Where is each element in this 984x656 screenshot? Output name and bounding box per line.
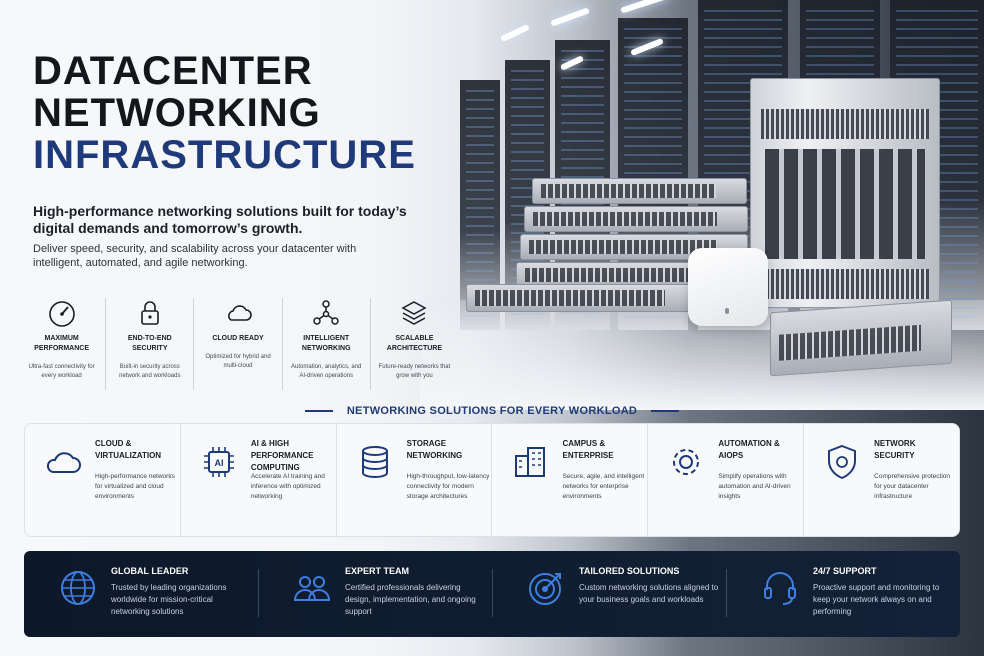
solution-desc: Secure, agile, and intelligent networks … — [562, 473, 645, 500]
feature-item: MAXIMUM PERFORMANCE Ultra-fast connectiv… — [18, 298, 107, 390]
page-title: DATACENTER NETWORKING INFRASTRUCTURE — [33, 50, 416, 176]
globe-icon — [61, 571, 95, 605]
solution-title: CLOUD & VIRTUALIZATION — [95, 439, 162, 460]
ceiling-light — [500, 23, 530, 43]
value-item: TAILORED SOLUTIONS Custom networking sol… — [492, 551, 726, 637]
layers-icon — [401, 301, 427, 325]
feature-item: INTELLIGENT NETWORKING Automation, analy… — [283, 298, 371, 390]
solution-item: STORAGE NETWORKING High-throughput, low-… — [337, 424, 493, 536]
ceiling-light — [620, 0, 670, 14]
compact-switch — [770, 299, 952, 377]
solution-desc: High-throughput, low-latency connectivit… — [406, 473, 490, 500]
feature-item: END-TO-END SECURITY Built-in security ac… — [106, 298, 195, 390]
svg-text:AI: AI — [214, 458, 223, 468]
title-line-1: DATACENTER — [33, 49, 313, 93]
feature-desc: Ultra-fast connectivity for every worklo… — [28, 364, 95, 379]
value-title: TAILORED SOLUTIONS — [579, 566, 680, 576]
feature-desc: Built-in security across network and wor… — [119, 364, 181, 379]
solution-item: AUTOMATION & AIOPS Simplify operations w… — [648, 424, 805, 536]
solution-title: AUTOMATION & AIOPS — [718, 439, 780, 460]
value-desc: Custom networking solutions aligned to y… — [579, 583, 719, 604]
feature-title: CLOUD READY — [212, 335, 264, 342]
solution-title: NETWORK SECURITY — [874, 439, 916, 460]
gear-icon — [673, 449, 700, 475]
target-icon — [529, 573, 561, 605]
solutions-panel: CLOUD & VIRTUALIZATION High-performance … — [24, 423, 960, 537]
network-switch — [524, 206, 748, 232]
sub-text: Deliver speed, security, and scalability… — [33, 243, 357, 269]
solution-title: AI & HIGH PERFORMANCE COMPUTING — [250, 439, 314, 472]
feature-row: MAXIMUM PERFORMANCE Ultra-fast connectiv… — [18, 298, 458, 390]
solution-item: CAMPUS & ENTERPRISE Secure, agile, and i… — [492, 424, 649, 536]
value-item: 24/7 SUPPORT Proactive support and monit… — [726, 551, 960, 637]
title-line-2: NETWORKING — [33, 91, 321, 135]
solution-item: CLOUD & VIRTUALIZATION High-performance … — [25, 424, 181, 536]
value-title: EXPERT TEAM — [345, 566, 410, 576]
cloud-icon — [46, 452, 81, 473]
solutions-heading: NETWORKING SOLUTIONS FOR EVERY WORKLOAD — [0, 405, 984, 417]
team-icon — [293, 576, 331, 601]
value-desc: Proactive support and monitoring to keep… — [813, 583, 940, 616]
padlock-icon — [140, 301, 159, 325]
ai-chip-icon: AI — [203, 447, 234, 477]
value-item: GLOBAL LEADER Trusted by leading organiz… — [24, 551, 258, 637]
feature-title: INTELLIGENT NETWORKING — [301, 335, 351, 352]
feature-desc: Future-ready networks that grow with you — [378, 364, 451, 379]
solution-title: STORAGE NETWORKING — [406, 439, 463, 460]
buildings-icon — [515, 447, 546, 477]
network-switch — [466, 284, 696, 312]
solution-desc: High-performance networks for virtualize… — [95, 473, 175, 500]
title-line-3: INFRASTRUCTURE — [33, 133, 416, 177]
solution-desc: Accelerate AI training and inference wit… — [250, 473, 325, 500]
database-icon — [361, 446, 388, 478]
solution-desc: Comprehensive protection for your datace… — [874, 473, 951, 500]
value-title: 24/7 SUPPORT — [813, 566, 877, 576]
wireless-access-point — [688, 248, 768, 326]
feature-desc: Automation, analytics, and AI-driven ope… — [291, 364, 362, 379]
value-title: GLOBAL LEADER — [111, 566, 189, 576]
feature-desc: Optimized for hybrid and multi-cloud — [205, 354, 271, 369]
network-switch — [532, 178, 747, 204]
value-desc: Trusted by leading organizations worldwi… — [111, 583, 227, 616]
feature-title: END-TO-END SECURITY — [127, 335, 172, 352]
solution-title: CAMPUS & ENTERPRISE — [562, 439, 614, 460]
feature-item: CLOUD READY Optimized for hybrid and mul… — [194, 298, 283, 390]
modular-chassis-switch — [750, 78, 940, 308]
solution-item: AI AI & HIGH PERFORMANCE COMPUTING Accel… — [181, 424, 337, 536]
solution-desc: Simplify operations with automation and … — [718, 473, 791, 500]
value-bar: GLOBAL LEADER Trusted by leading organiz… — [24, 551, 960, 637]
speedometer-icon — [48, 301, 75, 327]
shield-icon — [828, 444, 857, 480]
solution-item: NETWORK SECURITY Comprehensive protectio… — [804, 424, 959, 536]
cloud-icon — [228, 305, 252, 321]
ceiling-light — [550, 7, 590, 27]
feature-item: SCALABLE ARCHITECTURE Future-ready netwo… — [371, 298, 458, 390]
lead-text: High-performance networking solutions bu… — [33, 203, 407, 236]
value-desc: Certified professionals delivering desig… — [345, 583, 476, 616]
headset-icon — [764, 572, 796, 605]
feature-title: SCALABLE ARCHITECTURE — [386, 335, 443, 352]
feature-title: MAXIMUM PERFORMANCE — [34, 335, 90, 352]
network-nodes-icon — [313, 300, 339, 325]
value-item: EXPERT TEAM Certified professionals deli… — [258, 551, 492, 637]
